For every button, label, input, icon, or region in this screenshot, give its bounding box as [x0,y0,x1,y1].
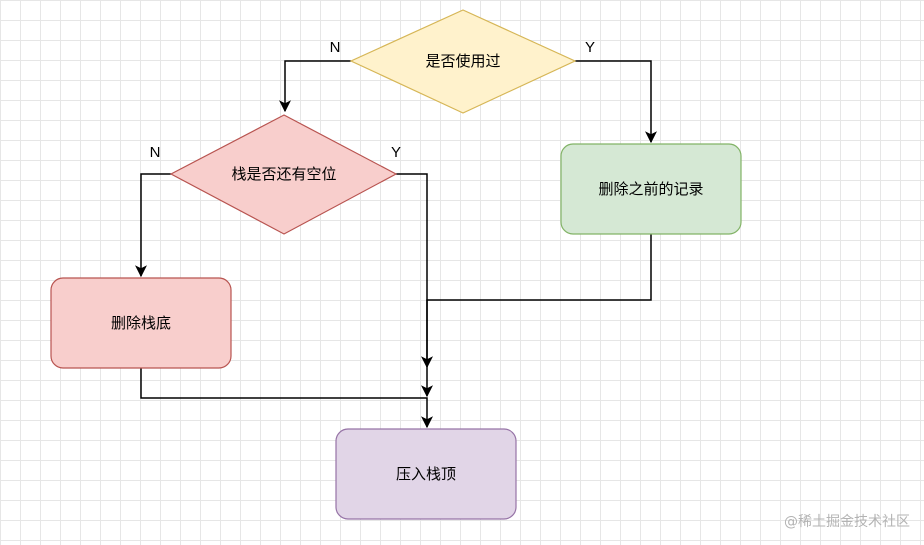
edge-used-yes [575,60,657,144]
process-label: 删除栈底 [111,314,171,332]
process-label: 压入栈顶 [396,465,456,483]
process-push-stack-top: 压入栈顶 [335,428,517,520]
edge-space-yes [396,173,433,369]
decision-used-before: 是否使用过 [349,9,577,114]
edge-label-space-no: N [150,144,161,161]
process-delete-previous-record: 删除之前的记录 [560,143,742,235]
watermark-text: @稀土掘金技术社区 [784,514,910,530]
edge-label-used-no: N [330,39,341,56]
process-delete-stack-bottom: 删除栈底 [50,277,232,369]
decision-label: 是否使用过 [425,52,500,70]
edge-label-used-yes: Y [585,39,595,56]
edge-delete-bottom-merge [140,368,433,429]
process-shape [335,428,517,520]
edge-delete-record-merge [421,234,652,398]
process-shape [50,277,232,369]
edge-label-space-yes: Y [391,144,401,161]
decision-label: 栈是否还有空位 [231,165,336,183]
edge-used-no [279,60,351,113]
decision-shape [349,9,577,114]
process-label: 删除之前的记录 [598,180,703,198]
process-shape [560,143,742,235]
edge-space-no [135,173,171,278]
decision-stack-has-space: 栈是否还有空位 [169,114,398,235]
decision-shape [169,114,398,235]
edges [135,60,657,429]
